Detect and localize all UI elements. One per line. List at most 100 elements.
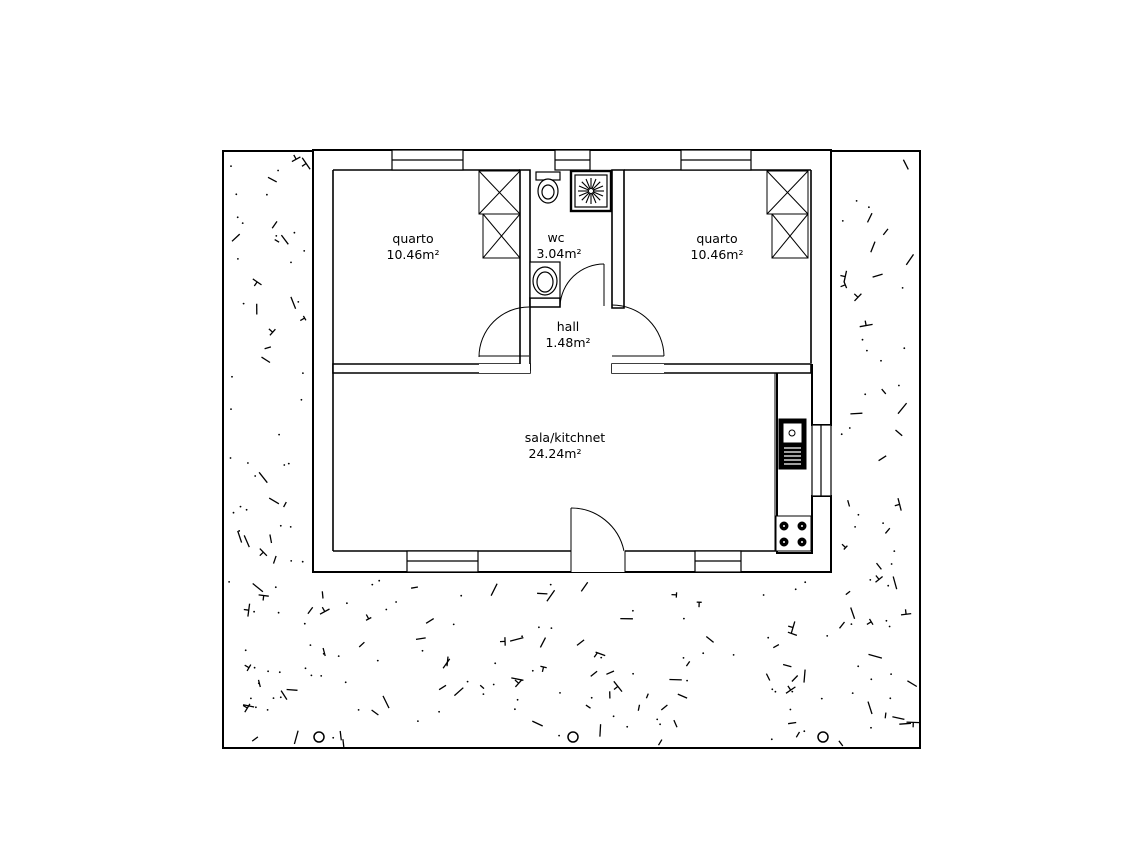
terrain-dash	[511, 677, 524, 681]
terrain-dash	[280, 234, 289, 245]
terrain-dot	[538, 626, 540, 629]
terrain-dash	[705, 635, 715, 643]
terrain-dot	[683, 617, 685, 620]
terrain-dot	[421, 649, 424, 652]
terrain-dot	[460, 594, 463, 597]
terrain-dash	[261, 356, 271, 364]
terrain-dot	[494, 662, 497, 665]
terrain-dot	[820, 697, 823, 700]
entrance-door	[570, 507, 626, 572]
terrain-dot	[289, 526, 292, 528]
terrain-dash	[415, 637, 426, 641]
terrain-dot	[889, 697, 892, 700]
terrain-dot	[869, 579, 872, 581]
terrain-dash	[267, 176, 278, 183]
terrain-dot	[239, 505, 242, 508]
terrain-dot	[452, 623, 455, 626]
terrain-dash	[541, 666, 545, 673]
terrain-dash	[866, 212, 873, 223]
terrain-dash	[537, 592, 548, 595]
terrain-dot	[385, 608, 388, 611]
shower-ray	[581, 181, 590, 190]
room-area-sala: 24.24m²	[529, 446, 582, 461]
terrain-dash	[902, 159, 909, 170]
toilet-icon	[535, 171, 561, 204]
kitchen-sink-icon	[778, 418, 807, 470]
terrain-dash	[301, 162, 307, 167]
terrain-dot	[901, 287, 904, 289]
terrain-dash	[339, 730, 342, 741]
terrain-dot	[882, 522, 884, 524]
terrain-dot	[303, 622, 306, 625]
terrain-dash	[878, 455, 887, 462]
terrain-dot	[702, 652, 705, 655]
terrain-dash	[271, 221, 278, 229]
shower-ray	[592, 181, 601, 190]
terrain-dot	[514, 708, 516, 711]
terrain-dot	[659, 723, 661, 726]
terrain-dash	[358, 641, 365, 648]
terrain-dot	[237, 258, 239, 260]
terrain-dot	[826, 635, 829, 637]
terrain-dash	[595, 651, 606, 657]
terrain-dot	[357, 709, 360, 711]
terrain-dash	[868, 653, 883, 659]
terrain-dot	[516, 698, 519, 701]
terrain-dash	[438, 684, 447, 691]
terrain-dash	[253, 281, 258, 287]
terrain-dash	[895, 429, 903, 437]
wardrobe	[482, 213, 521, 259]
terrain-dot	[438, 710, 440, 713]
terrain-dot	[855, 200, 858, 202]
terrain-dot	[293, 231, 296, 234]
terrain-dash	[382, 695, 390, 709]
terrain-dash	[868, 618, 874, 626]
terrain-dash	[838, 740, 844, 747]
terrain-dot	[893, 550, 896, 552]
terrain-dash	[371, 709, 379, 716]
terrain-dot	[275, 235, 278, 237]
bedroom-doors	[478, 304, 665, 373]
terrain-dot	[466, 680, 469, 683]
terrain-dash	[599, 724, 602, 737]
terrain-dot	[254, 475, 257, 477]
terrain-dash	[269, 328, 276, 336]
terrain-dot	[870, 726, 872, 729]
terrain-dash	[290, 296, 297, 310]
terrain-dash	[258, 471, 268, 484]
terrain-dot	[253, 666, 256, 669]
terrain-dot	[279, 524, 282, 527]
shower-ray	[591, 178, 597, 190]
terrain-dash	[274, 239, 280, 243]
terrain-dot	[228, 581, 231, 583]
shower-ray	[591, 192, 597, 204]
survey-markers	[313, 731, 829, 743]
terrain-dot	[887, 584, 890, 587]
terrain-dash	[576, 639, 585, 646]
terrain-dash	[645, 693, 649, 699]
terrain-dash	[243, 535, 250, 548]
shower-ray	[592, 185, 604, 191]
shower-ray	[585, 192, 591, 204]
terrain-dash	[446, 656, 449, 667]
terrain-dot	[789, 708, 792, 711]
terrain-dash	[258, 594, 269, 597]
terrain-dot	[732, 654, 735, 656]
terrain-dot	[303, 250, 306, 252]
terrain-dot	[279, 696, 282, 699]
terrain-dash	[765, 673, 771, 681]
terrain-dash	[875, 575, 884, 583]
terrain-dot	[682, 657, 685, 659]
terrain-dash	[252, 582, 264, 593]
terrain-dot	[492, 683, 495, 686]
terrain-dash	[685, 661, 691, 667]
terrain-dot	[278, 433, 280, 436]
terrain-dash	[845, 590, 851, 596]
terrain-dot	[301, 560, 304, 563]
terrain-dot	[885, 619, 888, 622]
terrain-dash	[242, 704, 248, 709]
terrain-dot	[590, 696, 593, 699]
terrain-dash	[257, 679, 261, 688]
terrain-dot	[241, 222, 244, 225]
terrain-dot	[277, 169, 279, 172]
